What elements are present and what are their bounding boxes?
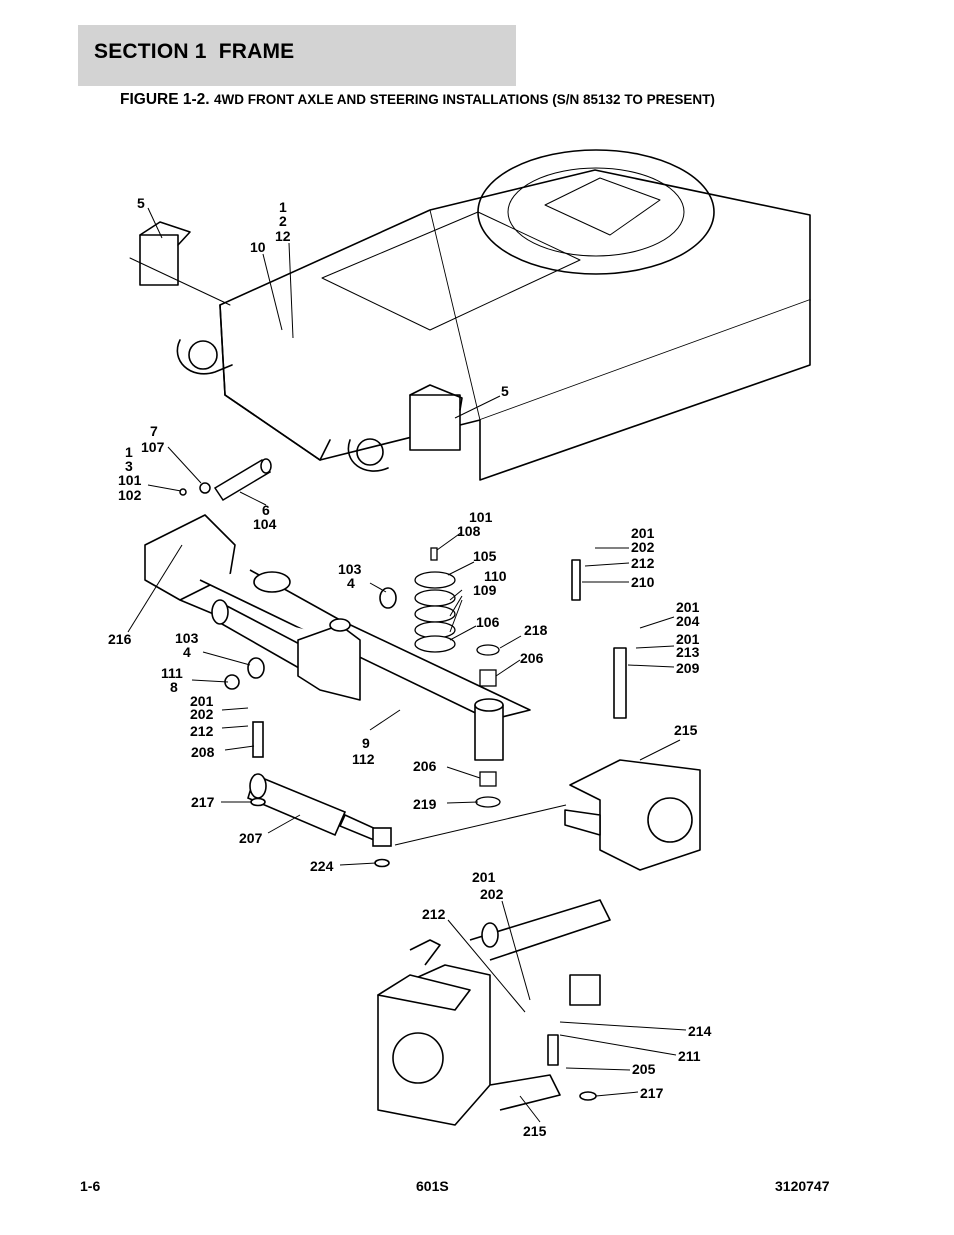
callout-9: 9: [362, 735, 370, 751]
callout-6: 6: [262, 502, 270, 518]
callout-201-a: 201: [190, 693, 214, 709]
callout-104: 104: [253, 516, 277, 532]
footer-doc-number: 3120747: [775, 1178, 830, 1194]
left-steering-knuckle: [377, 899, 611, 1126]
callout-labels: 5 1 2 12 10 5 7 107 1 3 101 102 6 104 10…: [108, 195, 712, 1139]
callout-111: 111: [161, 665, 183, 681]
callout-202-a: 202: [190, 706, 214, 722]
callout-206-b: 206: [413, 758, 437, 774]
callout-5-b: 5: [501, 383, 509, 399]
footer-model: 601S: [416, 1178, 449, 1194]
callout-202-c: 202: [480, 886, 504, 902]
callout-216: 216: [108, 631, 132, 647]
callout-108: 108: [457, 523, 481, 539]
steering-cylinder: [247, 721, 392, 868]
callout-109: 109: [473, 582, 497, 598]
section-header-box: [78, 25, 516, 86]
figure-title: FIGURE 1-2. 4WD FRONT AXLE AND STEERING …: [120, 91, 715, 109]
callout-215-b: 215: [523, 1123, 547, 1139]
callout-201-d: 201: [676, 631, 700, 647]
callout-219: 219: [413, 796, 437, 812]
callout-213: 213: [676, 644, 700, 660]
callout-218: 218: [524, 622, 548, 638]
figure-number: FIGURE 1-2.: [120, 91, 210, 108]
turntable-ring: [477, 149, 715, 275]
callout-207: 207: [239, 830, 263, 846]
callout-4-b: 4: [183, 644, 191, 660]
callout-10: 10: [250, 239, 266, 255]
callout-1-a: 1: [279, 199, 287, 215]
callout-205: 205: [632, 1061, 656, 1077]
callout-212-b: 212: [631, 555, 655, 571]
callout-201-b: 201: [631, 525, 655, 541]
footer-page-number: 1-6: [80, 1178, 101, 1194]
callout-206-a: 206: [520, 650, 544, 666]
callout-112: 112: [352, 751, 375, 767]
leader-lines: [127, 207, 687, 1123]
callout-209: 209: [676, 660, 700, 676]
callout-4-a: 4: [347, 575, 355, 591]
frame-drawing: [129, 149, 811, 481]
callout-103-b: 103: [175, 630, 199, 646]
callout-224: 224: [310, 858, 334, 874]
callout-103-a: 103: [338, 561, 362, 577]
right-block: [409, 394, 461, 451]
callout-101-b: 101: [469, 509, 493, 525]
callout-202-b: 202: [631, 539, 655, 555]
callout-201-c: 201: [676, 599, 700, 615]
callout-110: 110: [484, 568, 507, 584]
callout-201-e: 201: [472, 869, 496, 885]
figure-caption: 4WD FRONT AXLE AND STEERING INSTALLATION…: [214, 92, 715, 107]
callout-212-c: 212: [422, 906, 446, 922]
callout-211: 211: [678, 1048, 701, 1064]
callout-217-b: 217: [640, 1085, 664, 1101]
axle-center-post: [474, 704, 504, 761]
callout-1-b: 1: [125, 444, 133, 460]
callout-210: 210: [631, 574, 655, 590]
section-title: SECTION 1 FRAME: [94, 40, 295, 63]
callout-208: 208: [191, 744, 215, 760]
shim-stack: [414, 547, 501, 808]
cylinder-mount: [297, 624, 361, 701]
callout-214: 214: [688, 1023, 712, 1039]
callout-3: 3: [125, 458, 133, 474]
callout-7: 7: [150, 423, 158, 439]
callout-204: 204: [676, 613, 700, 629]
axle-assembly: [144, 514, 531, 761]
callout-212-a: 212: [190, 723, 214, 739]
callout-5-a: 5: [137, 195, 145, 211]
callout-217-a: 217: [191, 794, 215, 810]
callout-101-a: 101: [118, 472, 142, 488]
callout-106: 106: [476, 614, 500, 630]
left-block: [139, 234, 179, 286]
callout-107: 107: [141, 439, 165, 455]
callout-8: 8: [170, 679, 178, 695]
front-pin-lug: [188, 340, 218, 370]
callout-105: 105: [473, 548, 497, 564]
callout-2-a: 2: [279, 213, 287, 229]
callout-215-a: 215: [674, 722, 698, 738]
callout-102: 102: [118, 487, 142, 503]
right-steering-knuckle: [564, 559, 701, 871]
callout-12-a: 12: [275, 228, 291, 244]
axle-pivot-bushing: [253, 571, 291, 593]
pivot-pin: [179, 458, 272, 502]
